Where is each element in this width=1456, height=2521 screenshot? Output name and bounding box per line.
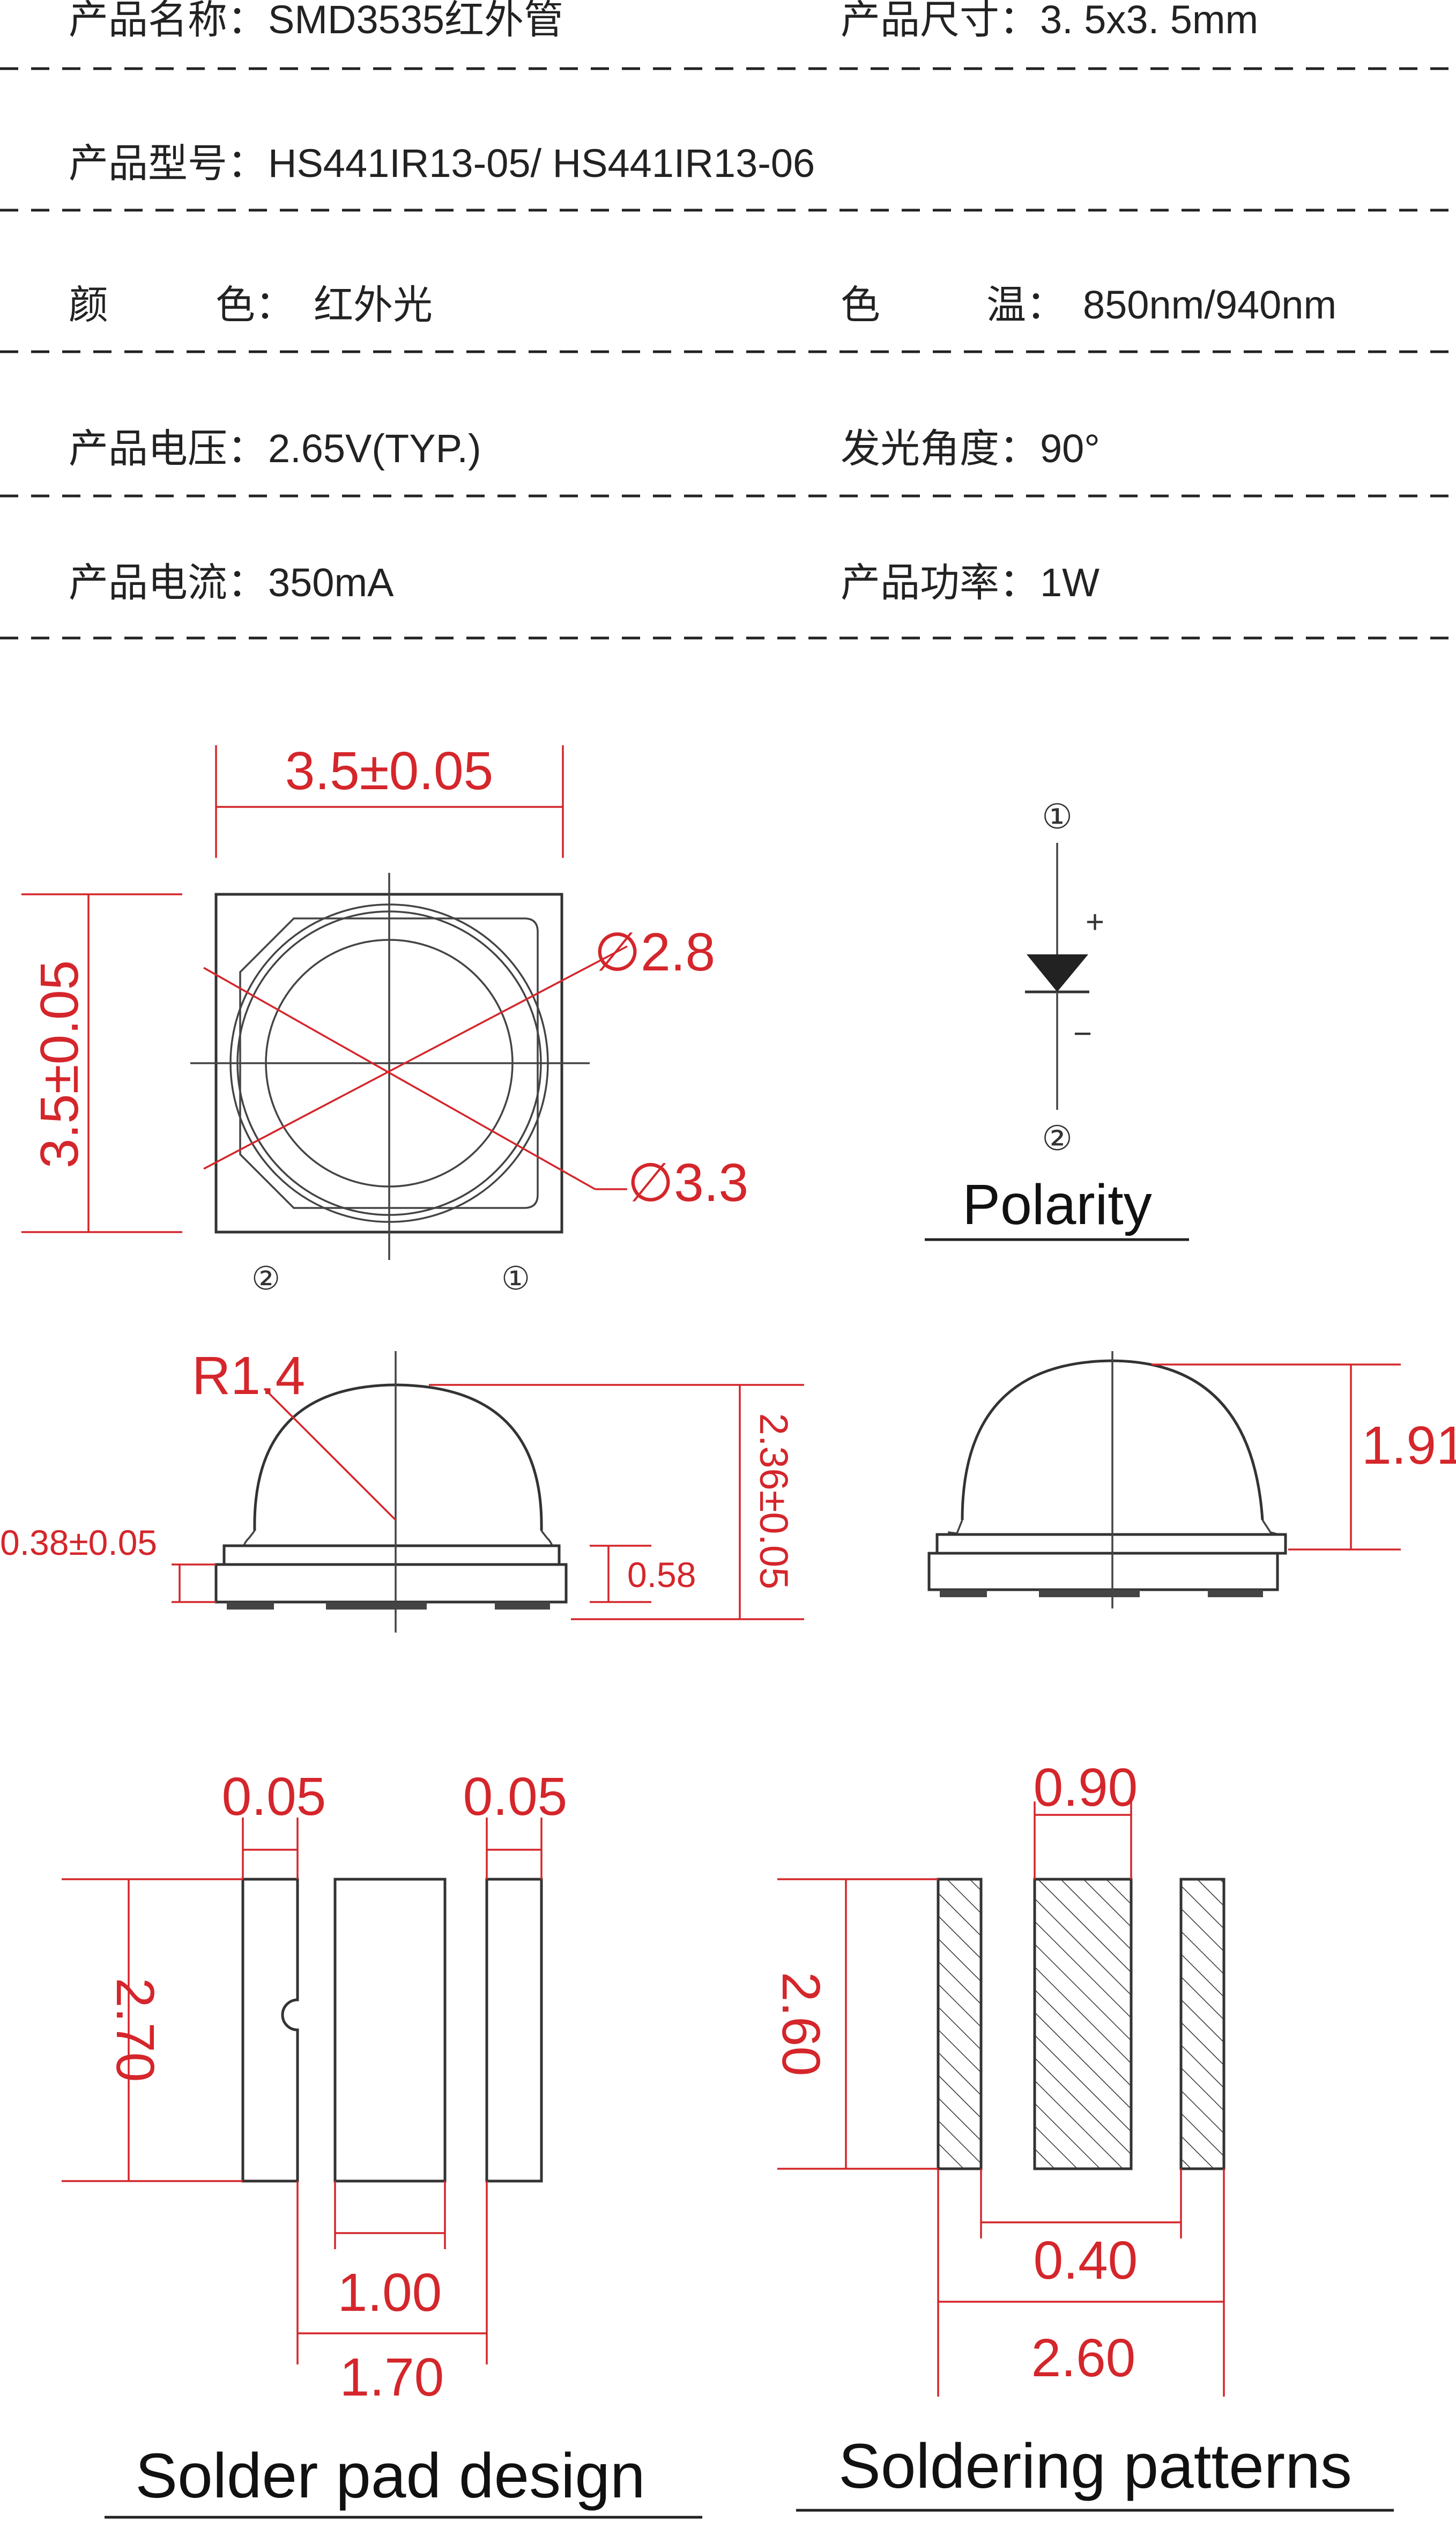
side-view-alt-drawing: 1.91 bbox=[927, 1351, 1456, 1608]
pattern-pad-center bbox=[1033, 1878, 1133, 2170]
color-value: 红外光 bbox=[314, 283, 433, 327]
pattern-center-width-dim: 0.90 bbox=[1034, 1758, 1138, 1818]
soldering-patterns-title: Soldering patterns bbox=[838, 2431, 1352, 2502]
current-value: 350mA bbox=[268, 560, 394, 605]
product-name-value: SMD3535红外管 bbox=[268, 0, 563, 42]
center-width-dim: 1.00 bbox=[338, 2263, 442, 2323]
cathode-minus: − bbox=[1073, 1015, 1092, 1051]
voltage-value: 2.65V(TYP.) bbox=[268, 426, 481, 471]
pin-1-label: ① bbox=[501, 1260, 530, 1296]
outer-span-dim: 1.70 bbox=[340, 2347, 444, 2407]
top-height-dim: 3.5±0.05 bbox=[29, 960, 90, 1169]
pattern-height-dim: 2.60 bbox=[771, 1972, 831, 2077]
color-label-b: 色： bbox=[216, 283, 295, 327]
base-thickness-dim: 0.38±0.05 bbox=[0, 1523, 157, 1562]
alt-height-dim: 1.91 bbox=[1362, 1415, 1456, 1475]
voltage-label: 产品电压： bbox=[69, 426, 267, 471]
color-label-a: 颜 bbox=[69, 283, 108, 327]
top-view-drawing: 3.5±0.05 3.5±0.05 ∅2.8 ∅3.3 ② ① bbox=[21, 741, 748, 1296]
soldering-patterns-drawing: 0.90 2.60 0.40 2.60 Soldering patterns bbox=[771, 1758, 1394, 2512]
pattern-inner-span-dim: 0.40 bbox=[1034, 2230, 1138, 2290]
solder-pad-title: Solder pad design bbox=[135, 2441, 645, 2511]
outer-diameter-dim: ∅3.3 bbox=[627, 1153, 748, 1213]
model-value: HS441IR13-05/ HS441IR13-06 bbox=[268, 141, 815, 186]
diode-symbol bbox=[1027, 954, 1088, 992]
pin-2-label: ② bbox=[251, 1260, 280, 1296]
pattern-outer-span-dim: 2.60 bbox=[1031, 2328, 1136, 2388]
pattern-pad-left bbox=[937, 1878, 983, 2170]
power-value: 1W bbox=[1040, 560, 1100, 605]
top-width-dim: 3.5±0.05 bbox=[285, 741, 494, 801]
polarity-pin-1: ① bbox=[1042, 797, 1072, 836]
beam-angle-value: 90° bbox=[1040, 426, 1100, 471]
solder-pad-left bbox=[241, 1878, 299, 2183]
dome-radius-dim: R1.4 bbox=[192, 1346, 305, 1406]
solder-pad-right bbox=[485, 1878, 543, 2183]
power-label: 产品功率： bbox=[841, 560, 1039, 605]
current-label: 产品电流： bbox=[69, 560, 267, 605]
color-temp-label-b: 温： bbox=[986, 283, 1066, 327]
model-label: 产品型号： bbox=[69, 141, 267, 186]
gap-left-dim: 0.05 bbox=[222, 1767, 326, 1827]
gap-right-dim: 0.05 bbox=[463, 1767, 568, 1827]
solder-pad-design-drawing: 0.05 0.05 2.70 1.00 1.70 Solder pad desi… bbox=[62, 1767, 702, 2519]
polarity-title: Polarity bbox=[962, 1173, 1152, 1236]
spec-table: 产品名称： SMD3535红外管 产品尺寸： 3. 5x3. 5mm 产品型号：… bbox=[0, 0, 1456, 640]
product-size-label: 产品尺寸： bbox=[841, 0, 1039, 42]
anode-plus: + bbox=[1086, 904, 1104, 940]
solder-pad-center bbox=[333, 1878, 447, 2183]
color-temp-value: 850nm/940nm bbox=[1083, 283, 1336, 327]
inner-diameter-dim: ∅2.8 bbox=[594, 922, 715, 982]
pattern-pad-right bbox=[1179, 1878, 1225, 2170]
color-temp-label-a: 色 bbox=[841, 283, 880, 327]
pad-height-dim: 0.58 bbox=[627, 1555, 696, 1595]
pad-height-dim: 2.70 bbox=[105, 1978, 165, 2082]
total-height-dim: 2.36±0.05 bbox=[752, 1413, 796, 1590]
beam-angle-label: 发光角度： bbox=[841, 426, 1039, 471]
polarity-pin-2: ② bbox=[1042, 1119, 1072, 1158]
polarity-diagram: ① + − ② Polarity bbox=[925, 797, 1189, 1241]
product-size-value: 3. 5x3. 5mm bbox=[1040, 0, 1258, 42]
product-name-label: 产品名称： bbox=[69, 0, 267, 42]
side-view-drawing: R1.4 0.38±0.05 0.58 2.36±0.05 bbox=[0, 1346, 804, 1633]
